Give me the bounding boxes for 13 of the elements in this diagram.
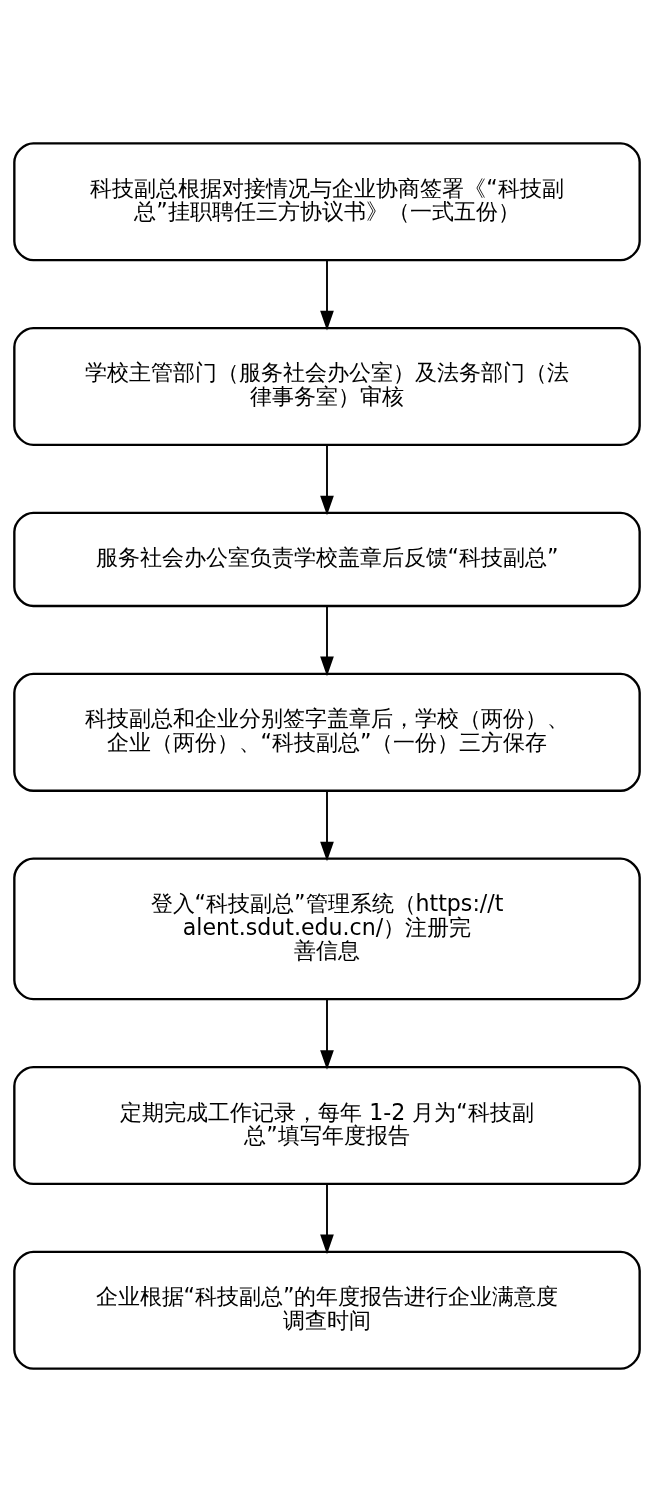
node-box: 科技副总和企业分别签字盖章后，学校（两份）、企业（两份）、“科技副总”（一份）三方保存	[13, 672, 641, 792]
arrow	[320, 789, 334, 862]
node-box: 学校主管部门（服务社会办公室）及法务部门（法律事务室）审核	[13, 326, 641, 447]
node-box: 科技副总根据对接情况与企业协商签署《“科技副总”挂职聘任三方协议书》（一式五份）	[13, 142, 641, 262]
arrow	[320, 998, 334, 1070]
node-box: 服务社会办公室负责学校盖章后反馈“科技副总”	[13, 511, 641, 608]
node-box: 登入“科技副总”管理系统（https://talent.sdut.edu.cn/）注册完善信息	[13, 857, 641, 1001]
node-box: 定期完成工作记录，每年 1-2 月为“科技副总”填写年度报告	[13, 1065, 641, 1186]
node-box: 企业根据“科技副总”的年度报告进行企业满意度调查时间	[13, 1250, 641, 1370]
arrow	[320, 605, 334, 677]
arrow	[320, 1183, 334, 1255]
arrow	[320, 444, 334, 516]
arrow	[320, 259, 334, 331]
